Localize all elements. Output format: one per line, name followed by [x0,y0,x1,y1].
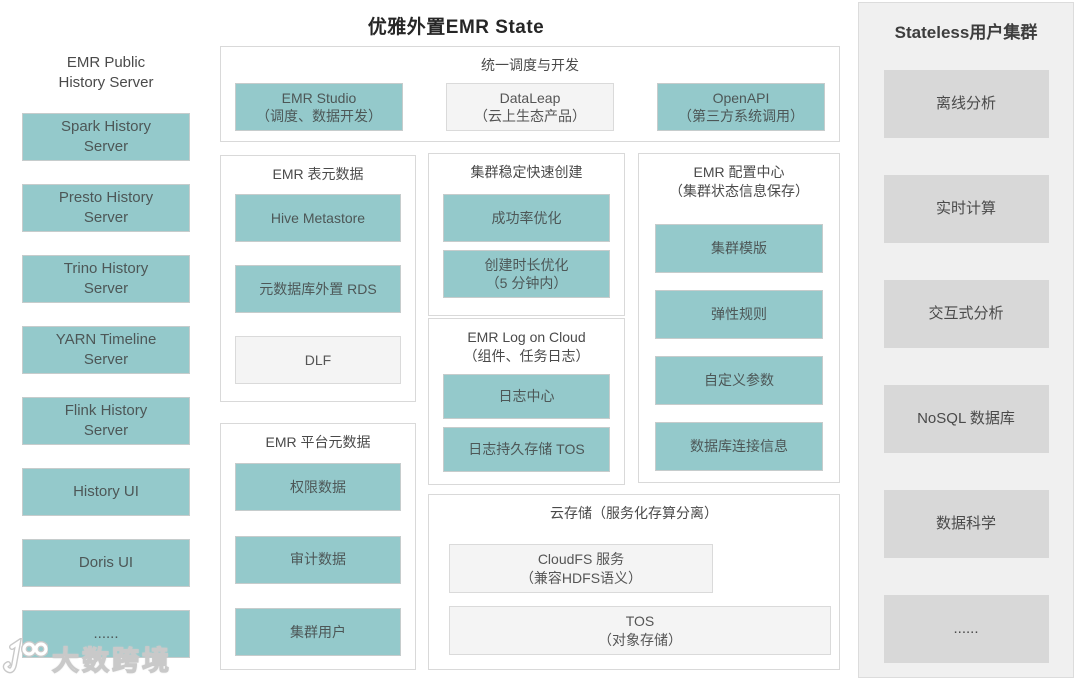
node-dlf: DLF [235,336,401,384]
node-cloudfs-line2: （兼容HDFS语义） [519,569,643,586]
section-log-on-cloud-items: 日志中心 日志持久存储 TOS [443,374,610,472]
right-panel-stateless-clusters: Stateless用户集群 离线分析 实时计算 交互式分析 NoSQL 数据库 … [858,2,1074,678]
node-tos-line2: （对象存储） [598,631,682,648]
section-unified-scheduling-items: EMR Studio （调度、数据开发） DataLeap （云上生态产品） O… [235,83,825,131]
node-presto-history-server: Presto History Server [22,183,190,232]
section-log-on-cloud-subtitle: （组件、任务日志） [463,347,590,364]
node-emr-studio: EMR Studio （调度、数据开发） [235,83,403,131]
node-emr-studio-line1: EMR Studio [281,89,357,106]
node-data-science: 数据科学 [883,490,1049,558]
node-tos-object-storage: TOS （对象存储） [449,606,831,655]
node-offline-analysis: 离线分析 [883,70,1049,138]
left-panel-boxes: Spark History Server Presto History Serv… [22,112,190,658]
section-table-metadata-title: EMR 表元数据 [272,166,364,182]
node-openapi-line2: （第三方系统调用） [678,108,804,124]
section-platform-metadata: EMR 平台元数据 权限数据 审计数据 集群用户 [220,423,416,670]
node-log-center: 日志中心 [443,374,610,419]
node-openapi: OpenAPI （第三方系统调用） [657,83,825,131]
node-interactive-analysis: 交互式分析 [883,280,1049,348]
section-platform-metadata-items: 权限数据 审计数据 集群用户 [235,463,401,656]
node-cloudfs-line1: CloudFS 服务 [537,551,625,568]
section-table-metadata: EMR 表元数据 Hive Metastore 元数据库外置 RDS DLF [220,155,416,402]
node-emr-studio-line2: （调度、数据开发） [256,108,382,124]
section-unified-scheduling-title: 统一调度与开发 [481,57,579,73]
node-permission-data: 权限数据 [235,463,401,511]
section-cloud-storage: 云存储（服务化存算分离） CloudFS 服务 （兼容HDFS语义） TOS （… [428,494,840,670]
node-success-rate-optimization: 成功率优化 [443,194,610,242]
node-custom-parameters: 自定义参数 [655,356,823,405]
section-config-center: EMR 配置中心 （集群状态信息保存） 集群模版 弹性规则 自定义参数 数据库连… [638,153,840,483]
left-panel-title: EMR Public History Server [22,53,190,93]
section-cloud-storage-items: CloudFS 服务 （兼容HDFS语义） TOS （对象存储） [449,544,831,655]
section-unified-scheduling: 统一调度与开发 EMR Studio （调度、数据开发） DataLeap （云… [220,46,840,142]
node-tos-line1: TOS [625,613,655,630]
node-trino-history-server: Trino History Server [22,254,190,303]
section-cluster-creation: 集群稳定快速创建 成功率优化 创建时长优化 （5 分钟内） [428,153,625,316]
node-cluster-template: 集群模版 [655,224,823,273]
section-table-metadata-items: Hive Metastore 元数据库外置 RDS DLF [235,194,401,384]
node-spark-history-server: Spark History Server [22,112,190,161]
node-flink-history-server: Flink History Server [22,396,190,445]
node-elastic-rules: 弹性规则 [655,290,823,339]
diagram-title: 优雅外置EMR State [367,17,545,38]
node-cluster-users: 集群用户 [235,608,401,656]
node-realtime-computing: 实时计算 [883,175,1049,243]
node-creation-time-line2: （5 分钟内） [485,275,568,291]
section-cloud-storage-title: 云存储（服务化存算分离） [550,505,718,521]
node-audit-data: 审计数据 [235,535,401,584]
node-creation-time-optimization: 创建时长优化 （5 分钟内） [443,250,610,298]
section-log-on-cloud-title-line1: EMR Log on Cloud [467,329,586,345]
node-nosql-database: NoSQL 数据库 [883,385,1049,453]
section-log-on-cloud: EMR Log on Cloud （组件、任务日志） 日志中心 日志持久存储 T… [428,318,625,485]
section-cluster-creation-title: 集群稳定快速创建 [470,164,583,180]
node-dataleap: DataLeap （云上生态产品） [446,83,614,131]
node-openapi-line1: OpenAPI [712,89,770,106]
section-config-center-subtitle: （集群状态信息保存） [669,182,809,199]
node-dataleap-line2: （云上生态产品） [474,108,586,124]
left-panel-title-line2: History Server [58,73,154,91]
section-config-center-items: 集群模版 弹性规则 自定义参数 数据库连接信息 [655,224,823,471]
section-cluster-creation-items: 成功率优化 创建时长优化 （5 分钟内） [443,194,610,298]
node-hive-metastore: Hive Metastore [235,194,401,242]
node-cloudfs-service: CloudFS 服务 （兼容HDFS语义） [449,544,713,593]
node-yarn-timeline-server: YARN Timeline Server [22,325,190,374]
node-history-ui: History UI [22,467,190,516]
left-panel-history-servers: EMR Public History Server Spark History … [22,53,190,658]
node-right-ellipsis: ...... [883,595,1049,663]
node-doris-ui: Doris UI [22,538,190,587]
node-log-persistent-tos: 日志持久存储 TOS [443,427,610,472]
section-platform-metadata-title: EMR 平台元数据 [265,434,371,450]
node-db-connection-info: 数据库连接信息 [655,422,823,471]
node-creation-time-line1: 创建时长优化 [484,256,569,273]
section-log-on-cloud-title: EMR Log on Cloud （组件、任务日志） [429,328,624,366]
right-panel-title: Stateless用户集群 [894,23,1038,42]
section-config-center-title-line1: EMR 配置中心 [693,164,785,180]
section-config-center-title: EMR 配置中心 （集群状态信息保存） [639,163,839,201]
node-dataleap-line1: DataLeap [499,89,561,106]
node-external-rds: 元数据库外置 RDS [235,265,401,313]
left-panel-title-line1: EMR Public [66,54,146,71]
node-left-ellipsis: ...... [22,609,190,658]
right-panel-boxes: 离线分析 实时计算 交互式分析 NoSQL 数据库 数据科学 ...... [859,70,1073,663]
